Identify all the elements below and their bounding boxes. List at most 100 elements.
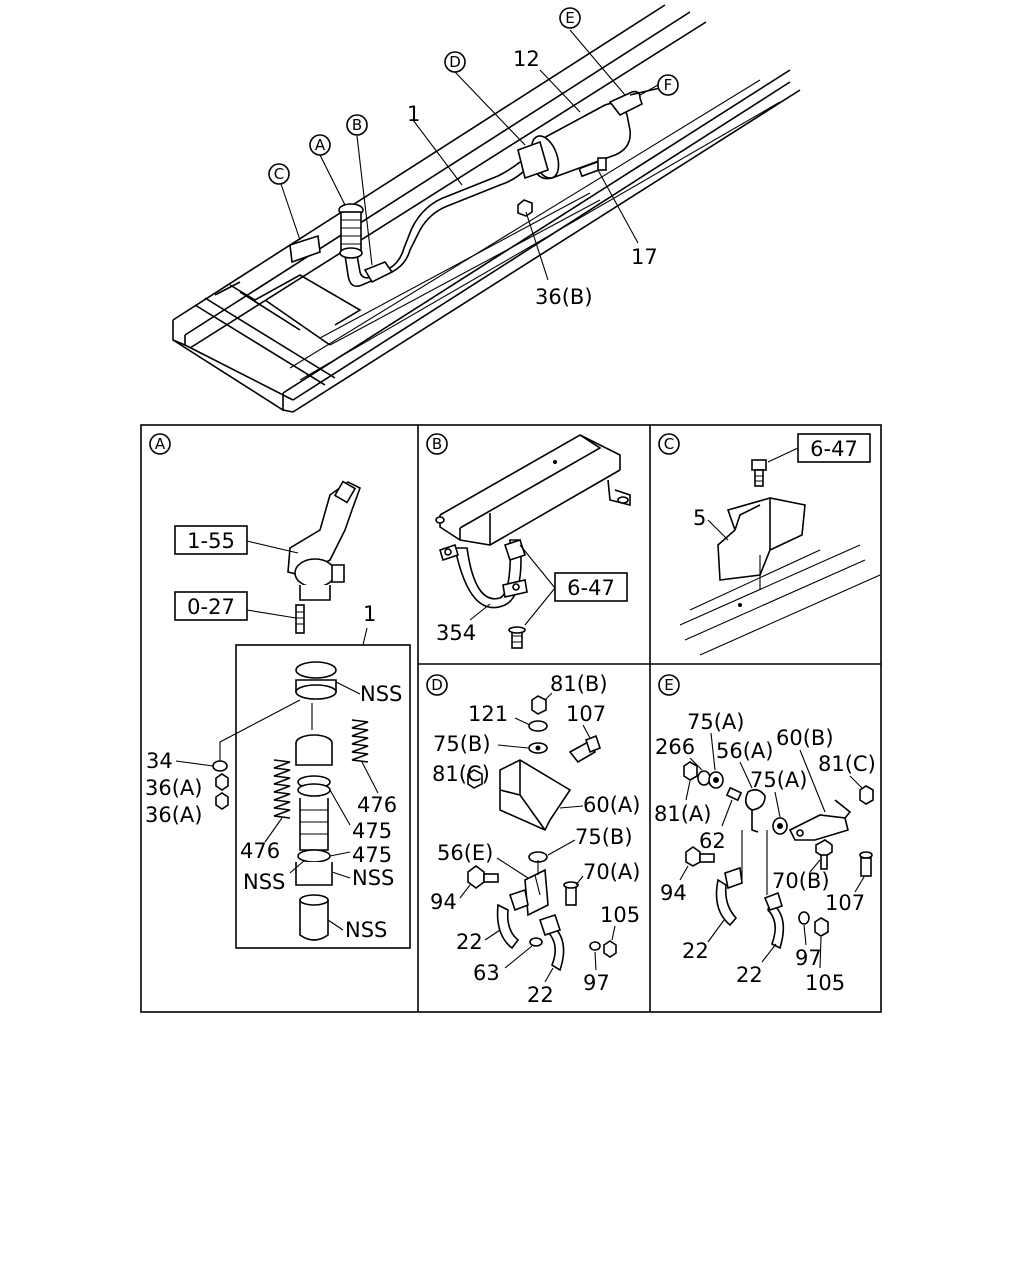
- label-22-e-right: 22: [736, 963, 763, 987]
- flex-joint: [338, 203, 364, 259]
- label-94-e: 94: [660, 881, 687, 905]
- bolt-17: [578, 157, 607, 178]
- nut-36b: [517, 199, 533, 217]
- label-34: 34: [146, 749, 173, 773]
- clamp-d: [517, 140, 549, 180]
- svg-text:6-47: 6-47: [567, 576, 615, 600]
- label-56e: 56(E): [437, 841, 493, 865]
- label-475-lower: 475: [352, 843, 392, 867]
- label-nss-3: NSS: [352, 866, 394, 890]
- label-75b-lower: 75(B): [575, 825, 633, 849]
- panel-b: B 6-47 354: [426, 433, 631, 649]
- panel-e: E: [654, 674, 876, 995]
- svg-text:1-55: 1-55: [187, 529, 235, 553]
- label-70a: 70(A): [583, 860, 640, 884]
- label-36b: 36(B): [535, 285, 593, 309]
- spring-476-left: [273, 759, 291, 819]
- svg-text:6-47: 6-47: [810, 437, 858, 461]
- nut-36a-1: [215, 773, 229, 791]
- svg-text:C: C: [274, 165, 284, 183]
- bracket-60a: [499, 759, 572, 832]
- label-nss-2: NSS: [243, 870, 285, 894]
- label-81a: 81(A): [654, 802, 711, 826]
- label-22-d-right: 22: [527, 983, 554, 1007]
- panel-d-id: D: [431, 676, 443, 694]
- ref-box-b-6-47: 6-47: [519, 544, 628, 626]
- label-12: 12: [513, 47, 540, 71]
- label-22-e-left: 22: [682, 939, 709, 963]
- label-105-d: 105: [600, 903, 640, 927]
- nut-36a-2: [215, 792, 229, 810]
- exhaust-pipe-1: [344, 161, 526, 288]
- label-354: 354: [436, 621, 476, 645]
- svg-text:D: D: [449, 53, 461, 71]
- label-1: 1: [363, 602, 376, 626]
- label-97-d: 97: [583, 971, 610, 995]
- hanger-b: [363, 261, 394, 284]
- label-36a-2: 36(A): [145, 803, 202, 827]
- callout-c: C: [268, 163, 290, 185]
- chassis-frame: [172, 4, 801, 413]
- label-81b: 81(B): [550, 672, 608, 696]
- panel-c: C 6-47 5: [658, 433, 881, 656]
- bracket-60b: [788, 814, 849, 841]
- ref-box-1-55: 1-55: [174, 525, 299, 555]
- label-75a-right: 75(A): [750, 768, 807, 792]
- spring-476-right: [351, 719, 369, 763]
- panel-e-id: E: [664, 676, 673, 694]
- bracket-5: [717, 497, 806, 581]
- detail-panels-frame: [140, 424, 882, 1013]
- label-75a-upper: 75(A): [687, 710, 744, 734]
- label-36a-1: 36(A): [145, 776, 202, 800]
- label-70b: 70(B): [772, 869, 830, 893]
- label-22-d-left: 22: [456, 930, 483, 954]
- svg-text:E: E: [565, 9, 574, 27]
- label-62: 62: [699, 829, 726, 853]
- label-476-right: 476: [357, 793, 397, 817]
- label-nss-1: NSS: [360, 682, 402, 706]
- panel-b-id: B: [432, 435, 442, 453]
- panel-d: D: [426, 672, 640, 1007]
- label-63: 63: [473, 961, 500, 985]
- exhaust-brake-bracket: [287, 481, 361, 576]
- washer-34: [212, 760, 228, 772]
- panel-c-id: C: [664, 435, 674, 453]
- label-476-left: 476: [240, 839, 280, 863]
- label-121: 121: [468, 702, 508, 726]
- pipe-assembly-box: [235, 644, 411, 949]
- ref-box-c-6-47: 6-47: [767, 433, 871, 463]
- label-5: 5: [693, 506, 706, 530]
- label-17: 17: [631, 245, 658, 269]
- ref-box-0-27: 0-27: [174, 591, 297, 621]
- panel-a-id: A: [155, 435, 166, 453]
- label-56a: 56(A): [716, 739, 773, 763]
- label-107-d: 107: [566, 702, 606, 726]
- bracket-c: [289, 234, 321, 264]
- label-97-e: 97: [795, 946, 822, 970]
- label-nss-4: NSS: [345, 918, 387, 942]
- label-60a: 60(A): [583, 793, 640, 817]
- label-266: 266: [655, 735, 695, 759]
- label-75b-upper: 75(B): [433, 732, 491, 756]
- label-475-upper: 475: [352, 819, 392, 843]
- callout-e: E: [559, 7, 581, 29]
- overview-illustration: A B C D E F 12 1 17 36(B): [172, 4, 801, 413]
- label-1: 1: [407, 102, 420, 126]
- overview-leaders: [280, 29, 659, 281]
- muffler-12: [530, 87, 661, 180]
- callout-d: D: [444, 51, 466, 73]
- label-60b: 60(B): [776, 726, 834, 750]
- label-81c-e: 81(C): [818, 752, 876, 776]
- svg-text:A: A: [315, 136, 326, 154]
- label-94-d: 94: [430, 890, 457, 914]
- label-81c-d: 81(C): [432, 762, 490, 786]
- label-105-e: 105: [805, 971, 845, 995]
- callout-f: F: [657, 74, 679, 96]
- svg-text:F: F: [664, 76, 673, 94]
- panel-a: A 1-55 0-27 1 NSS: [145, 433, 411, 949]
- svg-text:0-27: 0-27: [187, 595, 235, 619]
- callout-b: B: [346, 114, 368, 136]
- label-107-e: 107: [825, 891, 865, 915]
- callout-a: A: [309, 134, 331, 156]
